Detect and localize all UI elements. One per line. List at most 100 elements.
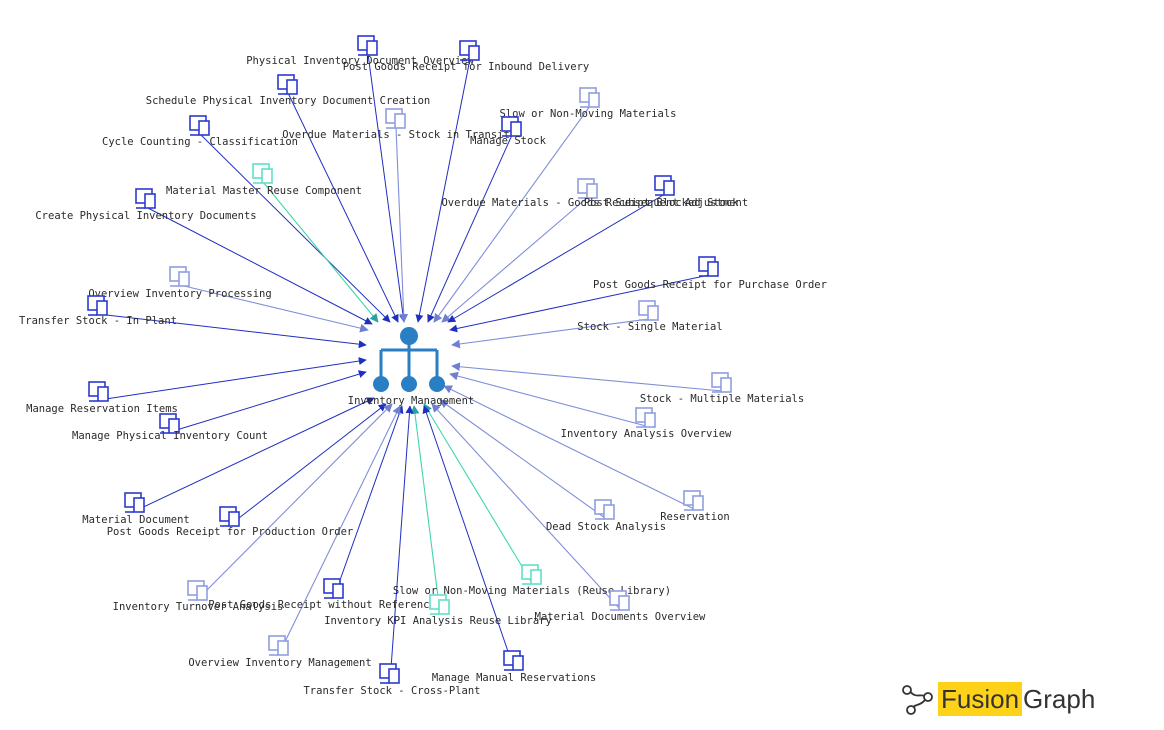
node-label: Stock - Multiple Materials bbox=[640, 393, 804, 405]
graph-node[interactable]: Inventory KPI Analysis Reuse Library bbox=[324, 594, 552, 627]
edge bbox=[179, 284, 369, 333]
node-label: Material Document bbox=[82, 514, 189, 526]
device-icon bbox=[189, 115, 210, 136]
edge bbox=[367, 53, 408, 323]
node-label: Physical Inventory Document Overview bbox=[246, 55, 474, 67]
device-icon bbox=[638, 300, 659, 321]
edge bbox=[262, 181, 379, 323]
graph-node[interactable]: Post Goods Receipt for Purchase Order bbox=[593, 256, 827, 291]
graph-node[interactable]: Material Documents Overview bbox=[535, 590, 706, 623]
device-icon bbox=[277, 74, 298, 95]
edge-layer bbox=[97, 53, 723, 683]
device-icon bbox=[501, 116, 522, 137]
graph-node[interactable]: Post Goods Receipt for Inbound Delivery bbox=[343, 40, 590, 73]
graph-node[interactable]: Overdue Materials - Goods Receipt Blocke… bbox=[441, 178, 739, 209]
device-icon bbox=[88, 381, 109, 402]
graph-node[interactable]: Physical Inventory Document Overview bbox=[246, 35, 474, 67]
graph-node[interactable]: Post Goods Receipt without Reference bbox=[208, 578, 436, 611]
node-label: Inventory Turnover Analysis bbox=[113, 601, 284, 613]
node-label: Inventory Analysis Overview bbox=[561, 428, 732, 440]
edge bbox=[449, 371, 647, 427]
graph-node[interactable]: Create Physical Inventory Documents bbox=[35, 188, 257, 222]
node-label: Overdue Materials - Goods Receipt Blocke… bbox=[441, 197, 739, 209]
edge bbox=[439, 399, 606, 519]
graph-node[interactable]: Reservation bbox=[660, 490, 730, 523]
graph-node[interactable]: Post Goods Receipt for Production Order bbox=[107, 506, 354, 538]
node-label: Manage Reservation Items bbox=[26, 403, 178, 415]
device-icon bbox=[698, 256, 719, 277]
node-label: Material Master Reuse Component bbox=[166, 185, 362, 197]
graph-node[interactable]: Overview Inventory Processing bbox=[88, 266, 272, 300]
graph-node[interactable]: Material Master Reuse Component bbox=[166, 163, 362, 197]
graph-node[interactable]: Manage Stock bbox=[470, 116, 547, 147]
graph-node[interactable]: Material Document bbox=[82, 492, 190, 526]
device-icon bbox=[459, 40, 480, 61]
edge bbox=[287, 92, 399, 323]
graph-node[interactable]: Stock - Single Material bbox=[577, 300, 723, 333]
graph-node[interactable]: Manage Reservation Items bbox=[26, 381, 178, 415]
node-label: Slow or Non-Moving Materials bbox=[499, 108, 676, 120]
graph-node[interactable]: Stock - Multiple Materials bbox=[640, 372, 804, 405]
device-icon bbox=[379, 663, 400, 684]
edge bbox=[451, 362, 723, 392]
node-layer: Physical Inventory Document OverviewPost… bbox=[19, 35, 827, 697]
edge bbox=[134, 397, 375, 512]
device-icon bbox=[357, 35, 378, 56]
node-label: Post Goods Receipt for Production Order bbox=[107, 526, 354, 538]
hub-label: Inventory Management bbox=[348, 395, 474, 407]
logo-rest-word: Graph bbox=[1023, 683, 1096, 714]
logo-highlight-word: Fusion bbox=[938, 682, 1023, 716]
edge bbox=[333, 405, 404, 598]
graph-node[interactable]: Inventory Analysis Overview bbox=[561, 407, 732, 440]
graph-link-icon bbox=[902, 685, 933, 715]
graph-node[interactable]: Manage Manual Reservations bbox=[432, 650, 596, 684]
graph-node[interactable]: Dead Stock Analysis bbox=[546, 499, 666, 533]
node-label: Transfer Stock - In Plant bbox=[19, 315, 177, 327]
node-label: Post Goods Receipt without Reference bbox=[208, 599, 436, 611]
device-icon bbox=[135, 188, 156, 209]
graph-node[interactable]: Schedule Physical Inventory Document Cre… bbox=[146, 74, 430, 107]
edge bbox=[98, 357, 367, 401]
edge bbox=[229, 403, 387, 526]
device-icon bbox=[252, 163, 273, 184]
node-label: Slow or Non-Moving Materials (Reuse Libr… bbox=[393, 585, 671, 597]
node-label: Cycle Counting - Classification bbox=[102, 136, 298, 148]
device-icon bbox=[159, 413, 180, 434]
node-label: Post Goods Receipt for Purchase Order bbox=[593, 279, 827, 291]
graph-node[interactable]: Cycle Counting - Classification bbox=[102, 115, 298, 148]
graph-node[interactable]: Transfer Stock - In Plant bbox=[19, 295, 177, 327]
graph-node[interactable]: Manage Physical Inventory Count bbox=[72, 413, 268, 442]
node-label: Overview Inventory Management bbox=[188, 657, 371, 669]
device-icon bbox=[268, 635, 289, 656]
graph-node[interactable]: Overview Inventory Management bbox=[188, 635, 372, 669]
node-label: Overdue Materials - Stock in Transit bbox=[282, 129, 510, 141]
org-hierarchy-icon bbox=[373, 327, 445, 392]
edge bbox=[433, 105, 591, 323]
edge bbox=[199, 133, 391, 323]
graph-node[interactable]: Post Subsequent Adjustment bbox=[584, 175, 748, 209]
edge bbox=[169, 370, 367, 433]
device-icon bbox=[654, 175, 675, 196]
graph-node[interactable]: Transfer Stock - Cross-Plant bbox=[303, 663, 481, 697]
node-label: Transfer Stock - Cross-Plant bbox=[303, 685, 480, 697]
edge bbox=[447, 193, 666, 323]
edge bbox=[451, 318, 650, 349]
edge bbox=[423, 403, 533, 584]
node-label: Manage Manual Reservations bbox=[432, 672, 596, 684]
edge bbox=[415, 58, 471, 323]
edge bbox=[410, 405, 441, 614]
node-label: Post Subsequent Adjustment bbox=[584, 197, 748, 209]
graph-node[interactable]: Overdue Materials - Stock in Transit bbox=[282, 108, 510, 141]
graph-node[interactable]: Inventory Turnover Analysis bbox=[113, 580, 284, 613]
hub-node[interactable]: Inventory Management bbox=[348, 327, 474, 407]
graph-node[interactable]: Slow or Non-Moving Materials (Reuse Libr… bbox=[393, 564, 671, 597]
edge bbox=[197, 403, 393, 600]
graph-node[interactable]: Slow or Non-Moving Materials bbox=[499, 87, 677, 120]
device-icon bbox=[577, 178, 598, 199]
device-icon bbox=[385, 108, 406, 129]
device-icon bbox=[87, 295, 108, 316]
edge bbox=[422, 405, 515, 670]
device-icon bbox=[521, 564, 542, 585]
